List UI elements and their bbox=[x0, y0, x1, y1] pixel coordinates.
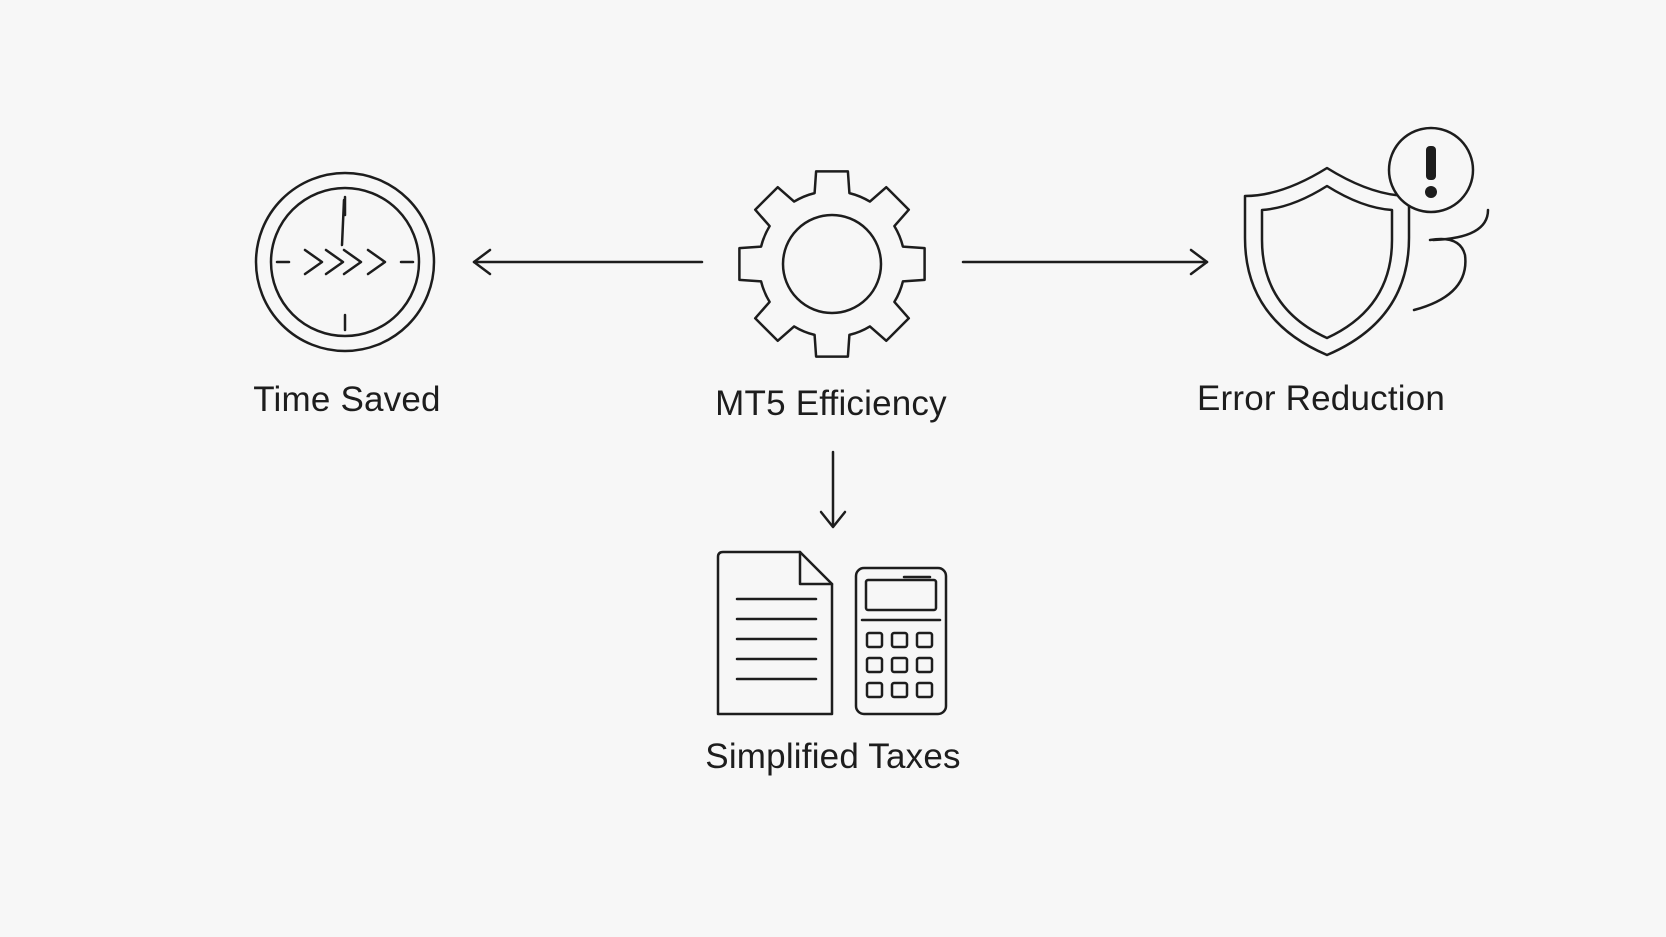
shield-alert-icon bbox=[1243, 126, 1490, 357]
gear-icon bbox=[738, 170, 926, 358]
mt5-efficiency-label: MT5 Efficiency bbox=[715, 384, 947, 423]
document-calculator-icon bbox=[716, 550, 948, 716]
arrow-to-time-saved bbox=[472, 248, 704, 276]
clock-fast-forward-icon bbox=[254, 171, 436, 353]
simplified-taxes-label: Simplified Taxes bbox=[705, 737, 961, 776]
time-saved-label: Time Saved bbox=[253, 380, 441, 419]
exclamation-icon bbox=[1425, 146, 1437, 198]
arrow-to-simplified-taxes bbox=[819, 450, 847, 529]
error-reduction-label: Error Reduction bbox=[1196, 379, 1446, 418]
arrow-to-error-reduction bbox=[961, 248, 1209, 276]
